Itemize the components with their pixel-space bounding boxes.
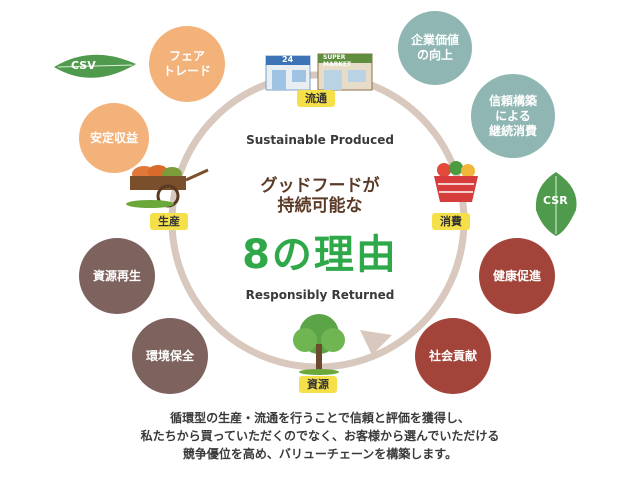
bubble-trust-building: 信頼構築 による 継続消費: [471, 74, 555, 158]
csr-label: CSR: [543, 194, 568, 207]
ring-arrowhead: [360, 330, 392, 355]
bubble-environment-conservation: 環境保全: [132, 318, 208, 394]
bubble-social-contribution: 社会貢献: [415, 318, 491, 394]
ring-bottom-text: Responsibly Returned: [245, 288, 395, 302]
bubble-health-promotion: 健康促進: [479, 238, 555, 314]
center-title-line1: グッドフードが: [260, 176, 380, 196]
store-illustration: 24 SUPER MARKET: [262, 48, 374, 92]
stage-tag-production: 生産: [150, 213, 188, 230]
cart-illustration: [124, 160, 210, 208]
footer-line-3: 競争優位を高め、バリューチェーンを構築します。: [182, 447, 458, 461]
center-title-line2: 持続可能な: [277, 196, 363, 216]
tree-illustration: [287, 312, 351, 376]
bubble-stable-revenue: 安定収益: [79, 103, 149, 173]
store-sign: 24: [282, 55, 294, 64]
csv-leaf-icon: CSV: [52, 50, 138, 84]
center-headline: 8の理由: [242, 232, 398, 278]
csv-label: CSV: [71, 59, 96, 72]
stage-tag-resources: 資源: [299, 376, 337, 393]
footer-line-1: 循環型の生産・流通を行うことで信頼と評価を獲得し、: [170, 411, 470, 425]
bubble-fair-trade: フェア トレード: [149, 26, 225, 102]
csr-leaf-icon: CSR: [532, 170, 580, 238]
bubble-resource-regeneration: 資源再生: [79, 238, 155, 314]
stage-tag-consumption: 消費: [432, 213, 470, 230]
footer-line-2: 私たちから買っていただくのでなく、お客様から選んでいただける: [140, 429, 500, 443]
supermarket-sign: SUPER MARKET: [323, 54, 352, 68]
ring-top-text: Sustainable Produced: [246, 133, 394, 147]
basket-illustration: [430, 158, 482, 206]
stage-tag-distribution: 流通: [297, 90, 335, 107]
bubble-corporate-value: 企業価値 の向上: [398, 11, 472, 85]
